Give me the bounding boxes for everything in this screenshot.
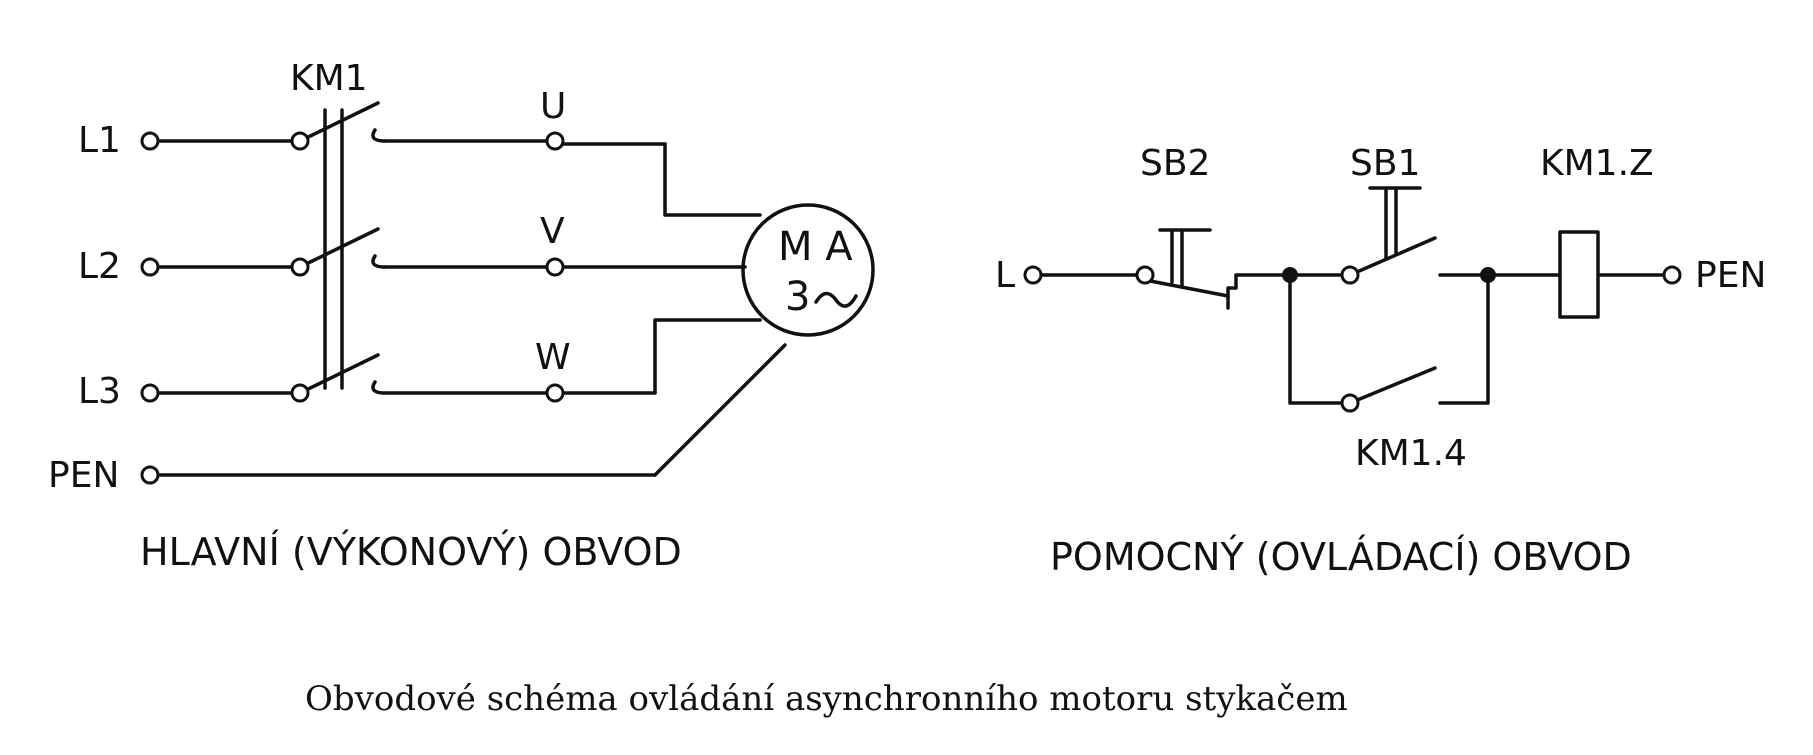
motor-phase-label: 3 — [785, 274, 810, 320]
start-button-sb1 — [1368, 186, 1422, 260]
motor-type-label: M A — [778, 224, 853, 270]
terminal-v — [545, 257, 565, 277]
pen-line — [156, 343, 787, 477]
km1-4-pivot — [1340, 393, 1360, 413]
output-u-label: U — [540, 86, 566, 127]
stop-button-sb2-label: SB2 — [1140, 143, 1210, 184]
control-circuit-caption: POMOCNÝ (OVLÁDACÍ) OBVOD — [1050, 535, 1632, 579]
phase-l1-label: L1 — [78, 120, 121, 161]
motor: M A 3 — [741, 203, 875, 337]
contactor-linkage — [323, 108, 344, 390]
terminal-pen-control — [1662, 265, 1682, 285]
contact-pivot-l2 — [290, 257, 310, 277]
pen-label: PEN — [48, 455, 119, 496]
start-button-sb1-label: SB1 — [1350, 143, 1420, 184]
coil-km1z — [1558, 230, 1600, 319]
phase-l2-line — [156, 227, 747, 269]
phase-l3-label: L3 — [78, 371, 121, 412]
phase-l3-line — [156, 318, 762, 395]
power-circuit: KM1 L1 L2 L3 PEN — [48, 58, 875, 574]
sb1-pivot — [1340, 265, 1360, 285]
terminal-l — [1023, 265, 1043, 285]
control-wiring — [1038, 236, 1667, 405]
contact-pivot-l1 — [290, 131, 310, 151]
stop-button-sb2 — [1158, 228, 1212, 287]
figure-caption: Obvodové schéma ovládání asynchronního m… — [305, 679, 1348, 719]
sb2-pivot — [1135, 265, 1155, 285]
terminal-l2 — [140, 257, 160, 277]
output-pen-label: PEN — [1695, 255, 1766, 296]
junction-right — [1480, 267, 1496, 283]
terminal-l1 — [140, 131, 160, 151]
phase-l2-label: L2 — [78, 246, 121, 287]
phase-l1-line — [156, 101, 762, 217]
power-circuit-caption: HLAVNÍ (VÝKONOVÝ) OBVOD — [140, 530, 682, 574]
terminal-l3 — [140, 383, 160, 403]
terminal-w — [545, 383, 565, 403]
output-v-label: V — [540, 211, 565, 252]
contact-pivot-l3 — [290, 383, 310, 403]
junction-left — [1282, 267, 1298, 283]
terminal-u — [545, 131, 565, 151]
output-w-label: W — [535, 337, 571, 378]
control-circuit: L SB2 SB1 KM1.Z KM1.4 PEN — [995, 143, 1766, 579]
coil-km1z-label: KM1.Z — [1540, 143, 1654, 184]
input-l-label: L — [995, 255, 1015, 296]
aux-contact-km1-4-label: KM1.4 — [1355, 433, 1467, 474]
ac-symbol-icon — [814, 291, 858, 308]
terminal-pen — [140, 465, 160, 485]
contactor-km1-label: KM1 — [290, 58, 368, 99]
